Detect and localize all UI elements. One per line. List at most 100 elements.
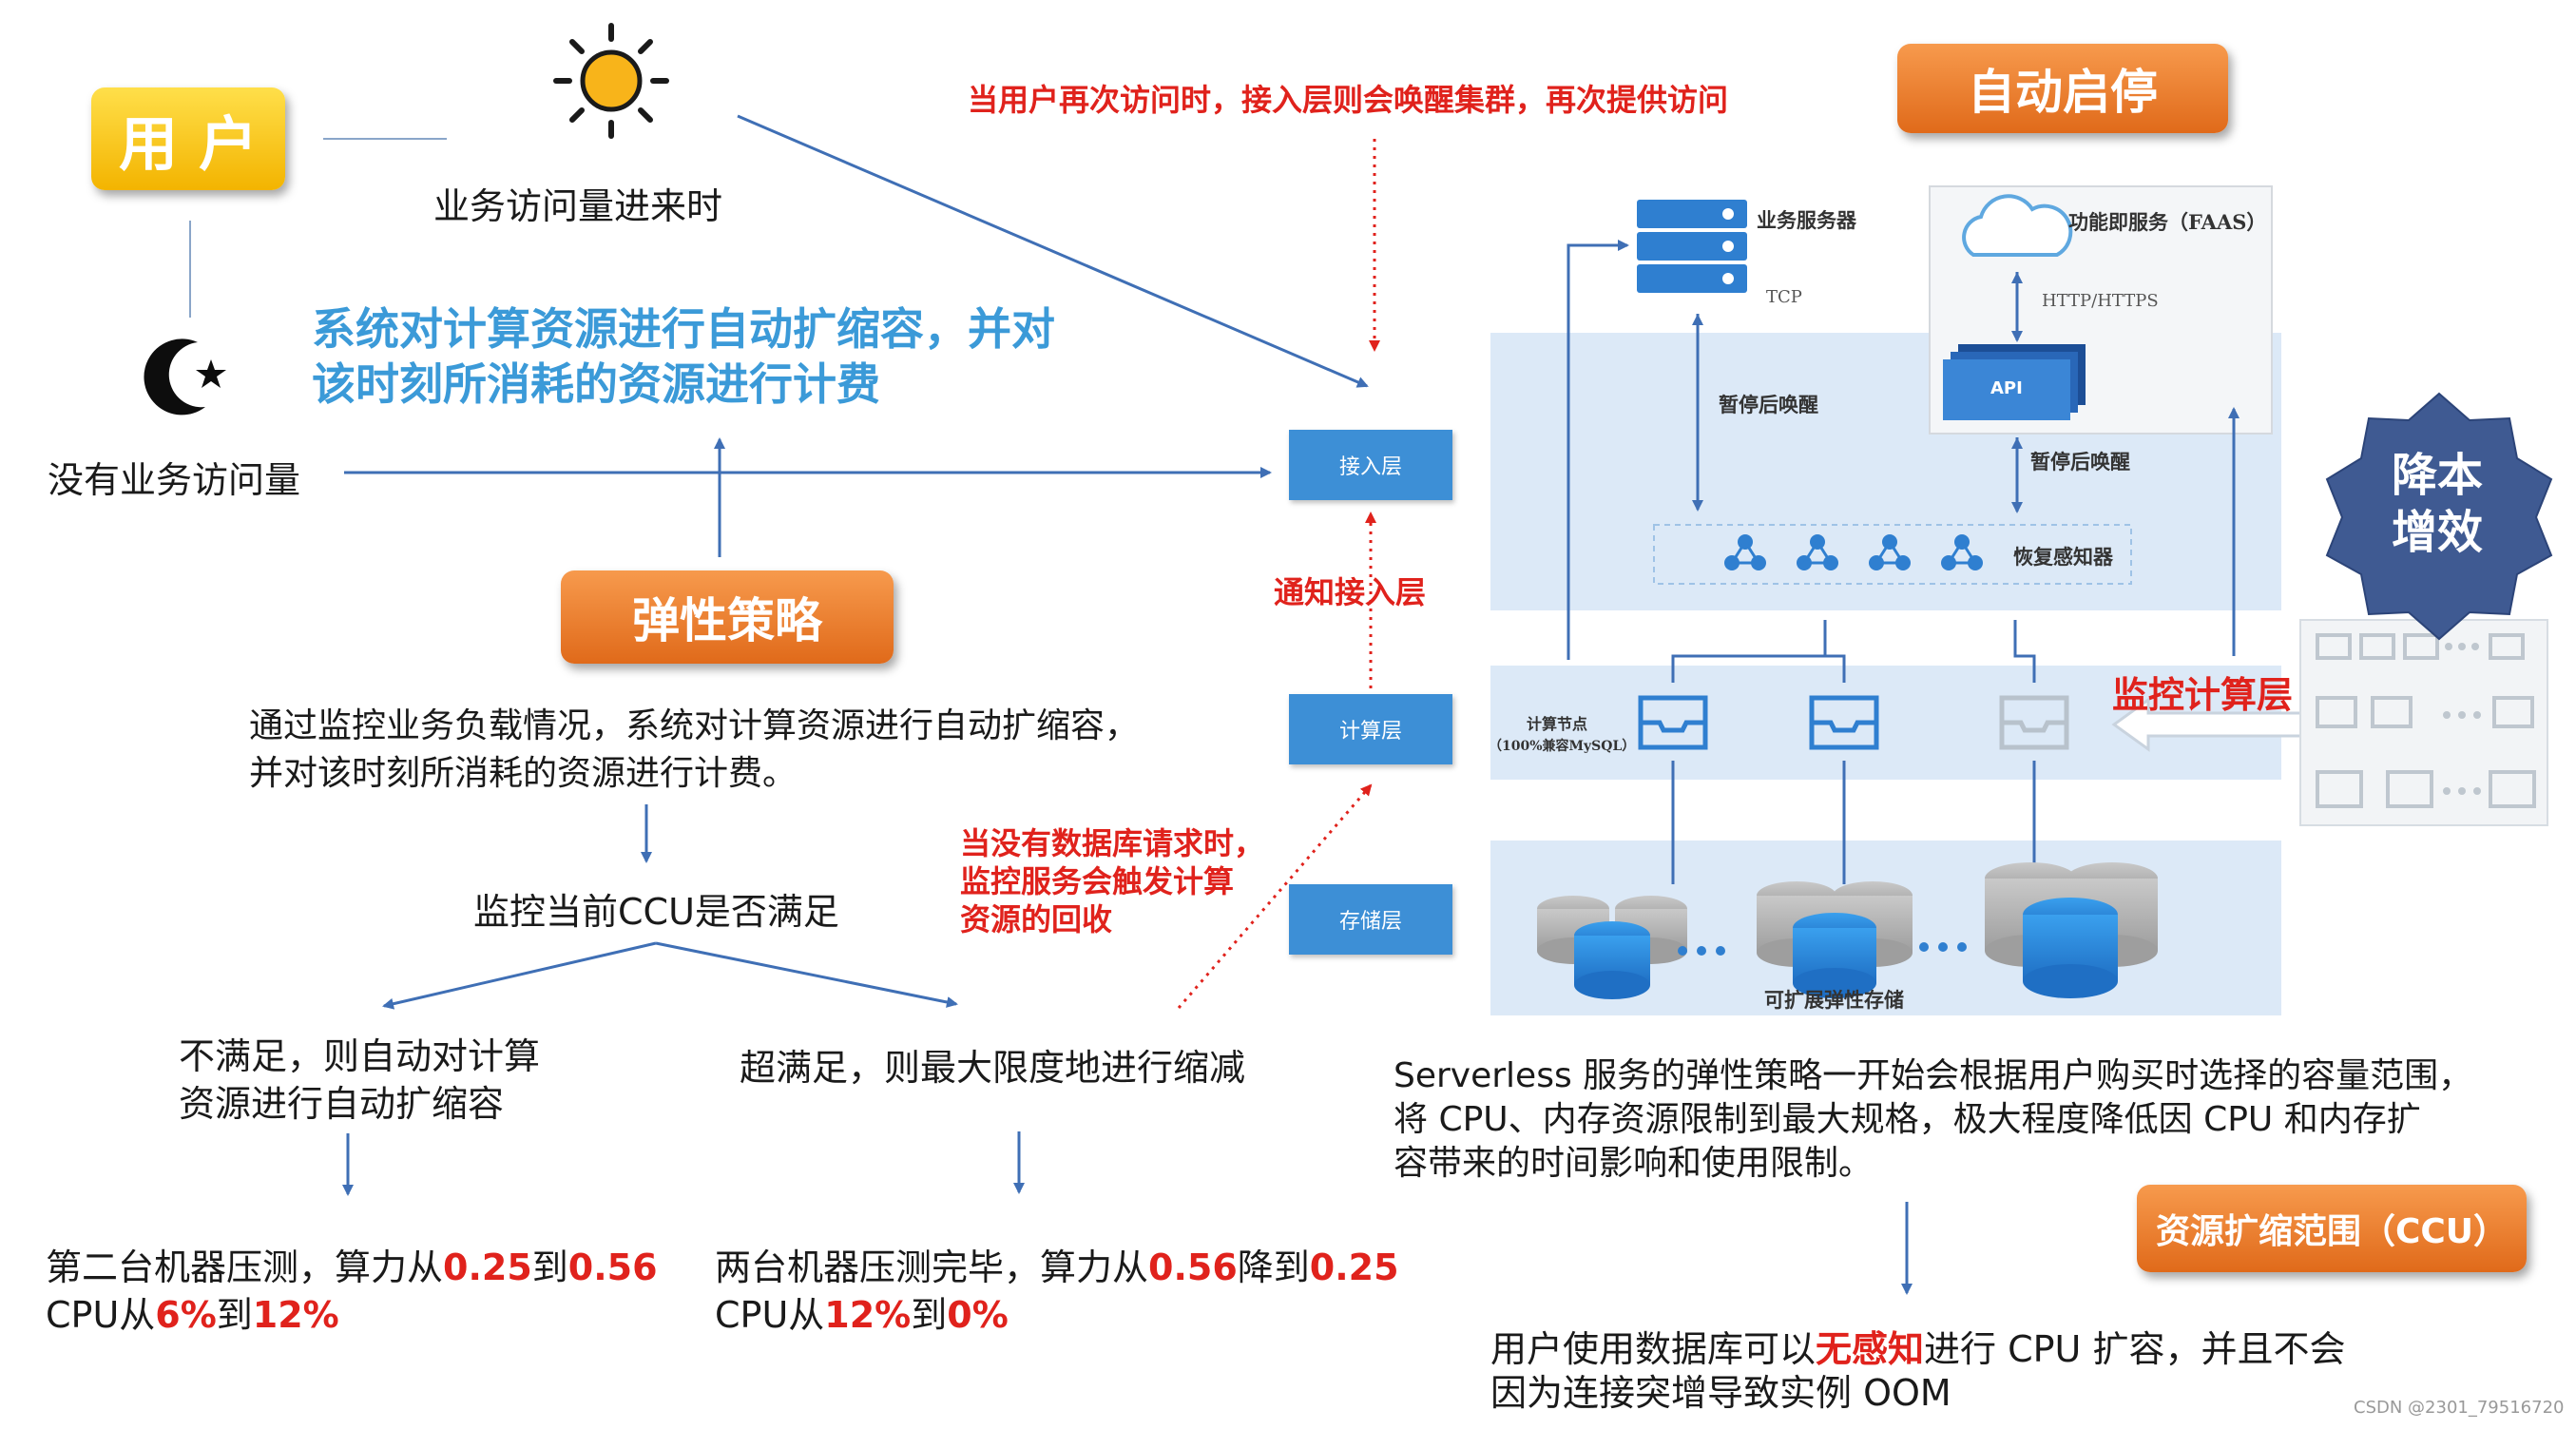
compute-layer-box: 计算层 <box>1289 694 1452 764</box>
compute-to-server-line <box>1567 240 1629 660</box>
access-layer-box: 接入层 <box>1289 430 1452 500</box>
result-left-line2: CPU从6%到12% <box>46 1285 339 1338</box>
moon-icon <box>144 338 226 415</box>
access-layer-label: 接入层 <box>1338 455 1402 479</box>
storage-disks-2 <box>1757 881 1913 998</box>
strategy-pill: 弹性策略 <box>561 570 894 664</box>
api-stack-icon <box>1943 344 2086 420</box>
pause-wake-label-1: 暂停后唤醒 <box>1719 393 1818 416</box>
recovery-sensor-box <box>1653 524 2132 585</box>
business-server-label: 业务服务器 <box>1757 208 1856 232</box>
result-right-cpu-prefix: CPU从 <box>715 1294 825 1336</box>
compute-layer-label: 计算层 <box>1338 720 1402 744</box>
result-left-p1: 6% <box>155 1294 217 1336</box>
compute-node-line2: （100%兼容MySQL） <box>1489 739 1636 754</box>
notify-access-note: 通知接入层 <box>1274 574 1427 610</box>
bottom-prefix: 用户使用数据库可以 <box>1490 1328 1817 1370</box>
http-label: HTTP/HTTPS <box>2042 291 2159 311</box>
bottom-suffix: 进行 CPU 扩容，并且不会 <box>1924 1328 2346 1370</box>
node-pool-box <box>2299 619 2548 826</box>
ccu-range-pill: 资源扩缩范围（CCU） <box>2137 1185 2527 1272</box>
over-enough-text: 超满足，则最大限度地进行缩减 <box>740 1047 1246 1089</box>
storage-layer-box: 存储层 <box>1289 884 1452 955</box>
sun-icon <box>553 23 669 139</box>
strategy-label: 弹性策略 <box>632 593 822 648</box>
system-note-line1: 系统对计算资源进行自动扩缩容，并对 <box>312 303 1055 355</box>
storage-disks-3 <box>1985 862 2158 998</box>
system-note-line2: 该时刻所消耗的资源进行计费 <box>312 358 880 410</box>
cost-badge-shape <box>2325 392 2553 641</box>
day-caption: 业务访问量进来时 <box>433 185 723 227</box>
result-left-p2: 12% <box>252 1294 339 1336</box>
result-left-mid: 到 <box>531 1246 568 1288</box>
serverless-desc-line2: 将 CPU、内存资源限制到最大规格，极大程度降低因 CPU 和内存扩 <box>1394 1100 2421 1139</box>
not-enough-line1: 不满足，则自动对计算 <box>179 1035 541 1077</box>
compute-node-line1: 计算节点 <box>1527 715 1588 733</box>
result-left-cpu-prefix: CPU从 <box>46 1294 156 1336</box>
no-request-line2: 监控服务会触发计算 <box>960 863 1235 899</box>
sensor-icons <box>1724 534 1983 570</box>
compute-node-icon-3 <box>1999 695 2069 750</box>
pause-wake-label-2: 暂停后唤醒 <box>2030 450 2130 473</box>
bottom-line2: 因为连接突增导致实例 OOM <box>1490 1372 1951 1414</box>
scalable-storage-label: 可扩展弹性存储 <box>1764 988 1904 1012</box>
reclaim-dotted-arrow <box>1177 783 1373 1009</box>
result-right-p1: 12% <box>824 1294 912 1336</box>
no-request-line3: 资源的回收 <box>960 901 1113 937</box>
result-right-v2: 0.25 <box>1309 1246 1399 1288</box>
storage-layer-label: 存储层 <box>1338 910 1402 934</box>
ccu-range-label: 资源扩缩范围（CCU） <box>2155 1212 2509 1251</box>
compute-node-icon-2 <box>1809 695 1879 750</box>
storage-disks-1 <box>1537 896 1687 999</box>
monitor-ccu-text: 监控当前CCU是否满足 <box>473 891 839 933</box>
user-pill: 用户 <box>91 87 285 190</box>
auto-start-stop-label: 自动启停 <box>1968 65 2158 120</box>
result-left-mid2: 到 <box>216 1294 253 1336</box>
api-label: API <box>1990 378 2023 398</box>
result-right-p2: 0% <box>947 1294 1009 1336</box>
sensor-line-3 <box>2013 620 2036 683</box>
monitor-hollow-arrow <box>2111 697 2321 752</box>
cost-badge-line1: 降本 <box>2392 449 2484 502</box>
storage-dots-2 <box>1919 942 1967 952</box>
day-traffic-arrow <box>737 114 1369 388</box>
result-left-line1: 第二台机器压测，算力从0.25到0.56 <box>46 1238 658 1290</box>
node-pool-dots <box>2443 643 2481 795</box>
split-right-arrow <box>655 941 958 1008</box>
faas-label: 功能即服务（FAAS） <box>2068 210 2267 234</box>
bottom-line1: 用户使用数据库可以无感知进行 CPU 扩容，并且不会 <box>1490 1320 2345 1372</box>
strategy-desc-line2: 并对该时刻所消耗的资源进行计费。 <box>249 754 798 793</box>
monitor-compute-label: 监控计算层 <box>2112 674 2294 716</box>
no-request-line1: 当没有数据库请求时， <box>960 825 1265 861</box>
result-left-v1: 0.25 <box>443 1246 532 1288</box>
cloud-icon <box>1962 194 2073 257</box>
compute-node-icon-1 <box>1638 695 1708 750</box>
user-label: 用户 <box>118 109 279 179</box>
sensor-line-2 <box>1823 620 1846 683</box>
node-pool-icons <box>2316 633 2536 808</box>
strategy-desc-line1: 通过监控业务负载情况，系统对计算资源进行自动扩缩容， <box>249 706 1140 745</box>
auto-start-stop-pill: 自动启停 <box>1897 44 2228 133</box>
recovery-sensor-label: 恢复感知器 <box>2013 545 2113 569</box>
night-caption: 没有业务访问量 <box>48 459 301 501</box>
watermark: CSDN @2301_79516720 <box>2354 1398 2565 1418</box>
cost-badge-line2: 增效 <box>2392 506 2484 559</box>
result-left-v2: 0.56 <box>567 1246 658 1288</box>
result-right-mid: 降到 <box>1237 1246 1310 1288</box>
result-right-v1: 0.56 <box>1148 1246 1238 1288</box>
serverless-desc-line3: 容带来的时间影响和使用限制。 <box>1394 1144 1874 1183</box>
serverless-desc-line1: Serverless 服务的弹性策略一开始会根据用户购买时选择的容量范围， <box>1394 1056 2473 1095</box>
result-left-prefix: 第二台机器压测，算力从 <box>46 1246 444 1288</box>
storage-dots-1 <box>1678 946 1725 956</box>
result-right-line1: 两台机器压测完毕，算力从0.56降到0.25 <box>715 1238 1399 1290</box>
not-enough-line2: 资源进行自动扩缩容 <box>179 1083 505 1125</box>
result-right-line2: CPU从12%到0% <box>715 1285 1009 1338</box>
tcp-label: TCP <box>1766 287 1802 307</box>
revisit-note: 当用户再次访问时，接入层则会唤醒集群，再次提供访问 <box>968 82 1729 118</box>
split-left-arrow <box>382 941 657 1010</box>
server-icon <box>1637 200 1747 293</box>
result-right-mid2: 到 <box>911 1294 948 1336</box>
result-right-prefix: 两台机器压测完毕，算力从 <box>715 1246 1149 1288</box>
bottom-highlight: 无感知 <box>1816 1328 1925 1370</box>
